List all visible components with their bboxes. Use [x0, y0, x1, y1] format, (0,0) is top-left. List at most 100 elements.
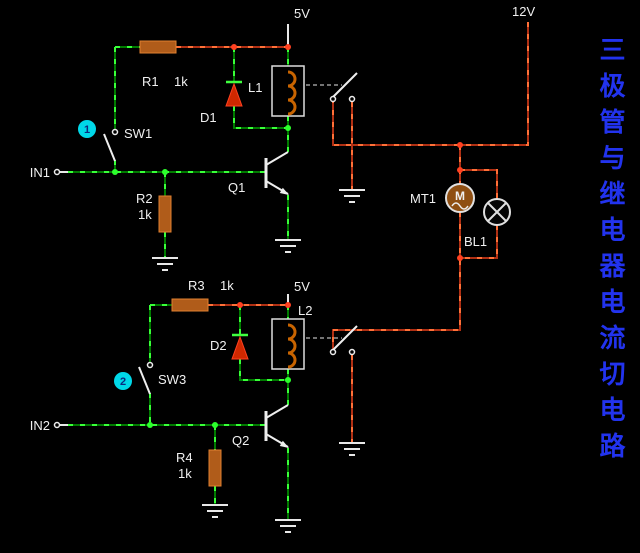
contact-blade[interactable]: [332, 72, 358, 98]
transistor-collector[interactable]: [265, 151, 289, 166]
relay-coil-l2[interactable]: L2: [271, 303, 312, 370]
badge-circle: [114, 372, 132, 390]
badge-circle: [78, 120, 96, 138]
input-terminal-in2[interactable]: IN2: [30, 418, 68, 433]
power-terminal-5v-bottom[interactable]: 5V: [287, 279, 310, 305]
ground-symbol-r4[interactable]: [202, 504, 228, 518]
power-label-5v-top: 5V: [294, 6, 310, 21]
contact-terminal[interactable]: [329, 95, 337, 103]
label-r2-ref: R2: [136, 191, 153, 206]
resistor-r2[interactable]: R2 1k: [136, 191, 172, 233]
label-q2: Q2: [232, 433, 249, 448]
power-wires-red[interactable]: [176, 22, 529, 443]
power-label-12v: 12V: [512, 4, 535, 19]
label-r1-value: 1k: [174, 74, 188, 89]
transistor-q1[interactable]: Q1: [228, 151, 289, 195]
diode-d1[interactable]: D1: [200, 80, 243, 125]
ground-symbol-contact1[interactable]: [339, 189, 365, 203]
resistor-body[interactable]: [158, 195, 172, 233]
power-label-5v-bottom: 5V: [294, 279, 310, 294]
junction-dot: [457, 167, 463, 173]
relay-coil-l1[interactable]: L1: [248, 65, 305, 117]
switch-terminal[interactable]: [111, 128, 119, 136]
resistor-r4[interactable]: R4 1k: [176, 449, 222, 487]
diode-triangle[interactable]: [231, 335, 249, 360]
junction-dot: [212, 422, 218, 428]
label-q1: Q1: [228, 180, 245, 195]
resistor-body[interactable]: [139, 40, 177, 54]
junction-dots: [112, 44, 463, 428]
switch-blade[interactable]: [103, 133, 116, 162]
in2-pin[interactable]: [53, 421, 61, 429]
power-terminal-5v-top[interactable]: 5V: [287, 6, 310, 47]
input-terminal-in1[interactable]: IN1: [30, 165, 68, 180]
label-l2: L2: [298, 303, 312, 318]
label-d1: D1: [200, 110, 217, 125]
ground-symbol-q2[interactable]: [275, 519, 301, 533]
resistor-body[interactable]: [208, 449, 222, 487]
switch-blade[interactable]: [138, 366, 151, 395]
label-r3-value: 1k: [220, 278, 234, 293]
transistor-collector[interactable]: [265, 404, 289, 419]
label-r4-ref: R4: [176, 450, 193, 465]
junction-dot: [457, 142, 463, 148]
label-r2-value: 1k: [138, 207, 152, 222]
label-r3-ref: R3: [188, 278, 205, 293]
label-r1-ref: R1: [142, 74, 159, 89]
contact-terminal[interactable]: [348, 95, 356, 103]
switch-sw3[interactable]: SW3: [138, 361, 186, 395]
junction-dot: [231, 44, 237, 50]
contact-terminal[interactable]: [329, 348, 337, 356]
junction-dot: [112, 169, 118, 175]
badge-number: 1: [84, 124, 90, 136]
lamp-cross-icon: [487, 202, 507, 222]
contact-terminal[interactable]: [348, 348, 356, 356]
label-sw3: SW3: [158, 372, 186, 387]
resistor-r1[interactable]: R1 1k: [139, 40, 188, 89]
coil-windings-icon: [287, 323, 297, 369]
switch-terminal[interactable]: [146, 361, 154, 369]
coil-box[interactable]: [271, 65, 305, 117]
transistor-q2[interactable]: Q2: [232, 404, 289, 448]
diode-triangle[interactable]: [225, 82, 243, 107]
signal-wires-green[interactable]: [68, 46, 289, 520]
marker-badge-1: 1: [78, 120, 96, 138]
label-r4-value: 1k: [178, 466, 192, 481]
coil-box[interactable]: [271, 318, 305, 370]
relay-contact-1[interactable]: [306, 72, 358, 103]
switch-sw1[interactable]: SW1: [103, 126, 152, 162]
input-label-in2: IN2: [30, 418, 50, 433]
label-l1: L1: [248, 80, 262, 95]
red-net-flow: [176, 22, 529, 443]
junction-dot: [285, 44, 291, 50]
ground-symbol-q1[interactable]: [275, 239, 301, 253]
junction-dot: [285, 302, 291, 308]
power-terminal-12v[interactable]: 12V: [512, 4, 535, 19]
emitter-arrow-icon: [279, 187, 289, 195]
contact-blade[interactable]: [332, 325, 358, 351]
ground-symbol-contact2[interactable]: [339, 442, 365, 456]
relay-contact-2[interactable]: [306, 325, 358, 356]
junction-dot: [147, 422, 153, 428]
label-d2: D2: [210, 338, 227, 353]
page-title: 三极管与继电器电流切电路: [596, 36, 626, 468]
junction-dot: [457, 255, 463, 261]
motor-mt1[interactable]: M MT1: [410, 183, 475, 213]
junction-dot: [237, 302, 243, 308]
badge-number: 2: [120, 376, 126, 388]
coil-windings-icon: [287, 70, 297, 116]
resistor-body[interactable]: [171, 298, 209, 312]
label-bl1: BL1: [464, 234, 487, 249]
ground-symbol-r2[interactable]: [152, 257, 178, 271]
green-net-flow: [68, 46, 289, 520]
in1-pin[interactable]: [53, 168, 61, 176]
junction-dot: [285, 377, 291, 383]
marker-badge-2: 2: [114, 372, 132, 390]
diode-d2[interactable]: D2: [210, 333, 249, 360]
lamp-bl1[interactable]: BL1: [464, 198, 511, 249]
motor-wave-icon: [451, 202, 469, 210]
motor-letter: M: [455, 189, 465, 203]
resistor-r3[interactable]: R3 1k: [171, 278, 234, 312]
